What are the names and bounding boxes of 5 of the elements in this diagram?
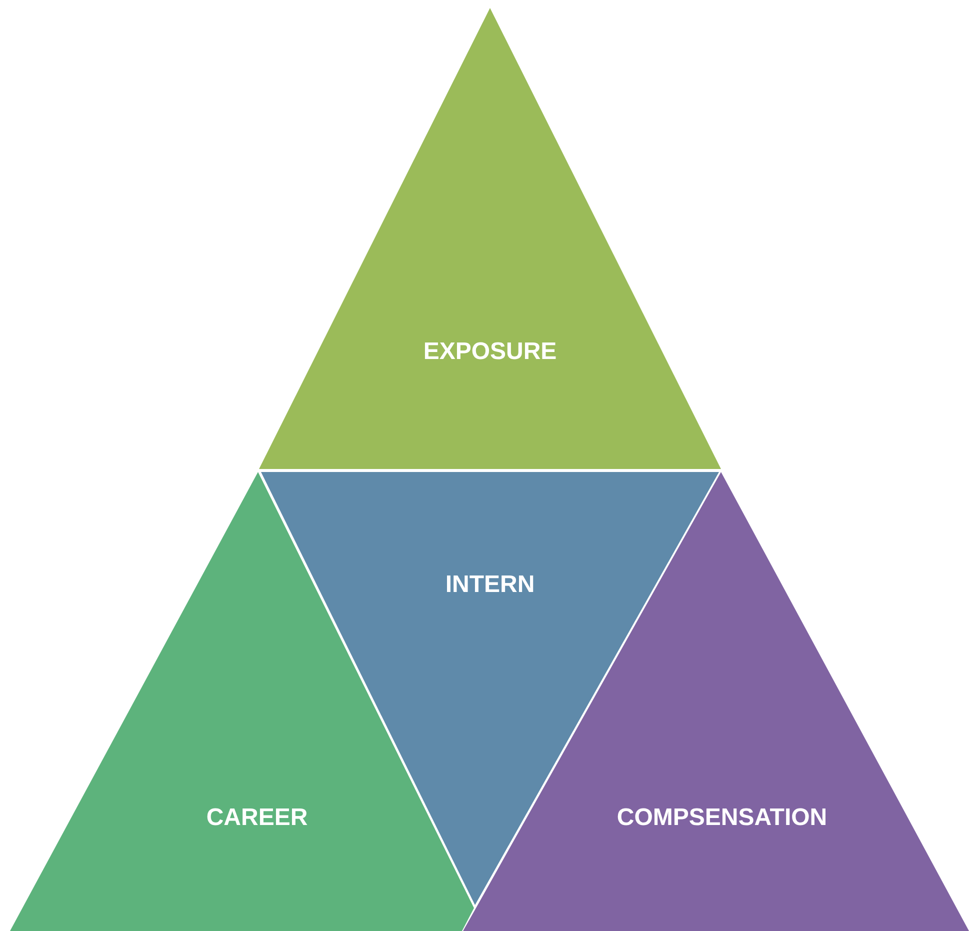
segment-label: EXPOSURE <box>423 338 557 366</box>
triangle-segment <box>259 8 721 469</box>
segment-label: CAREER <box>206 804 308 832</box>
segment-label: INTERN <box>445 571 535 599</box>
segment-label: COMPSENSATION <box>616 804 828 832</box>
